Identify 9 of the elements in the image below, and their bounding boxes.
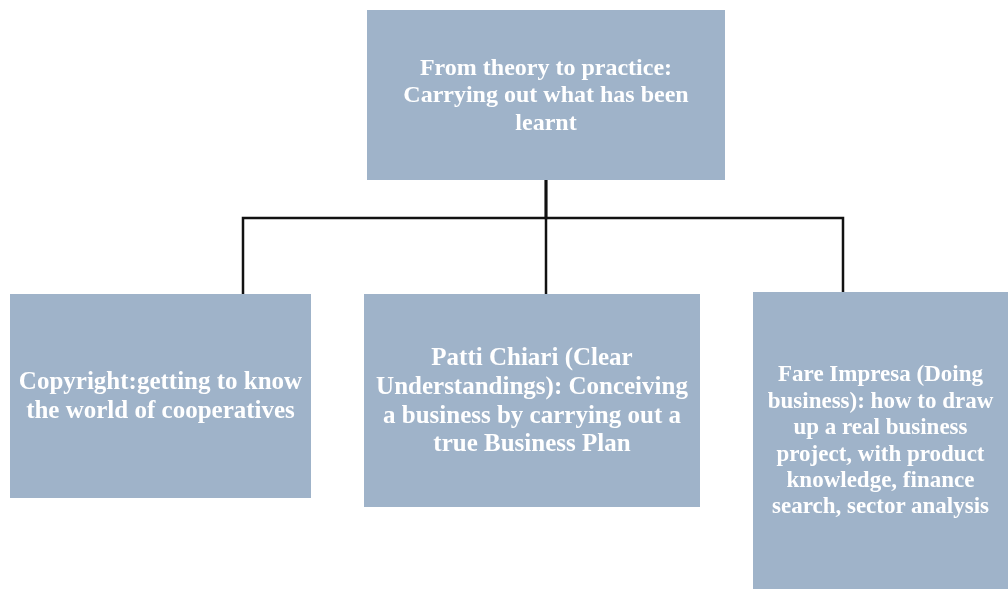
- topic-text: Copyright:getting to know the world of cooperatives: [17, 367, 304, 425]
- topic-box: [10, 294, 311, 498]
- topic-text: From theory to practice: Carrying out what has been learnt: [402, 53, 690, 137]
- topic-box: [364, 294, 700, 507]
- topic-box: [753, 292, 1008, 589]
- topic-box: [367, 10, 725, 180]
- topic-text: Patti Chiari (Clear Understandings): Conceiving a business by carrying out a true Business Plan: [375, 343, 689, 458]
- connector-line: [544, 180, 845, 292]
- topic-text: Fare Impresa (Doing business): how to draw up a real business project, with product knowledge, finance search, sector analysis: [766, 361, 995, 520]
